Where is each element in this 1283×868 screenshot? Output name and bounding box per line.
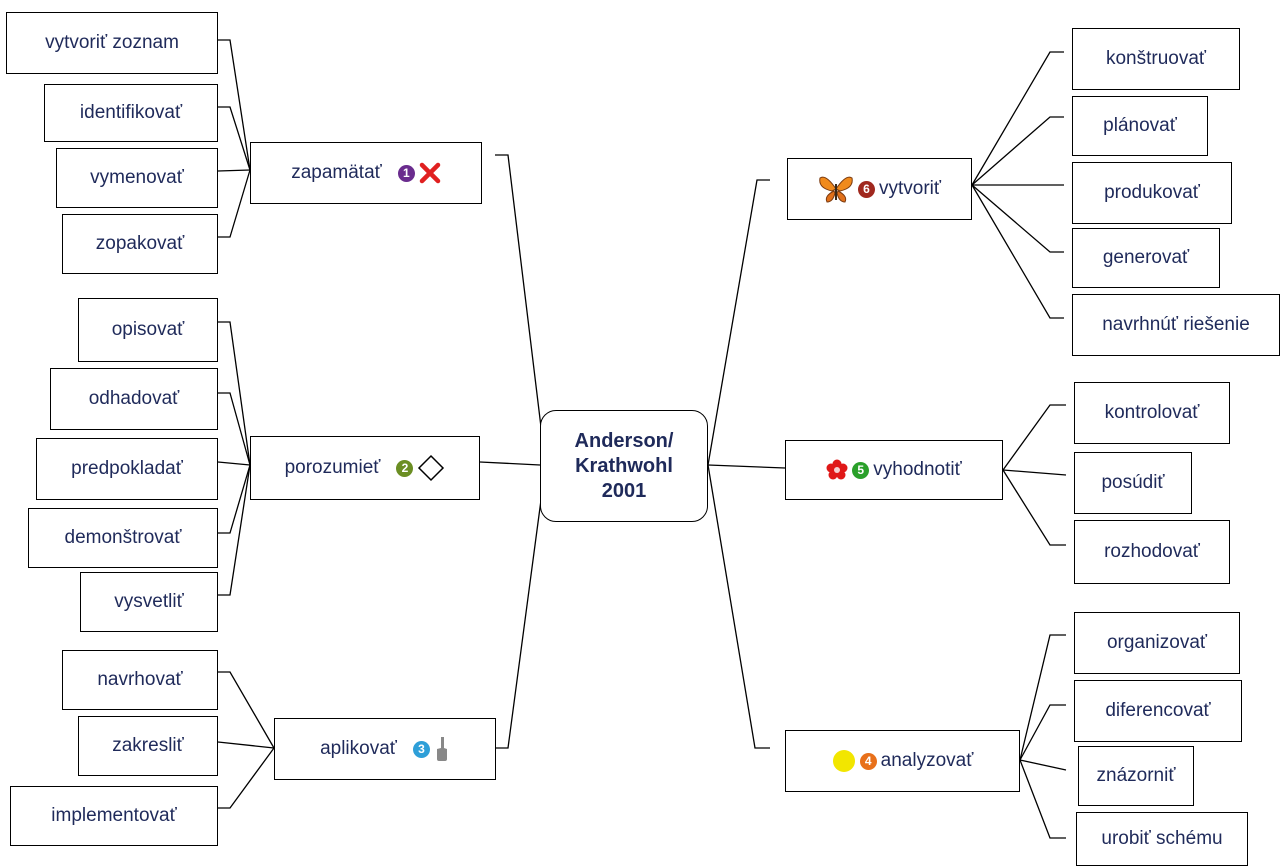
leaf-box: produkovať: [1072, 162, 1232, 224]
leaf-label: vytvoriť zoznam: [45, 32, 179, 53]
leaf-box: identifikovať: [44, 84, 218, 142]
hub-zapamatat: zapamätať 1: [250, 142, 482, 204]
center-line-1: Anderson/: [574, 429, 674, 452]
leaf-label: rozhodovať: [1104, 541, 1200, 562]
number-5-icon: 5: [852, 461, 870, 479]
hub-analyzovat-label: analyzovať: [880, 750, 974, 771]
leaf-box: predpokladať: [36, 438, 218, 500]
center-line-3: 2001: [601, 479, 647, 502]
leaf-label: diferencovať: [1105, 700, 1211, 721]
leaf-box: urobiť schému: [1076, 812, 1248, 866]
leaf-label: zakresliť: [112, 735, 184, 756]
number-4-icon: 4: [859, 752, 877, 770]
leaf-label: produkovať: [1104, 182, 1200, 203]
red-flower-icon: [826, 459, 848, 481]
pointing-hand-icon: [434, 736, 450, 762]
leaf-label: organizovať: [1106, 632, 1208, 653]
leaf-label: navrhnúť riešenie: [1102, 314, 1250, 335]
leaf-box: odhadovať: [50, 368, 218, 430]
hub-vyhodnotit: 5 vyhodnotiť: [785, 440, 1003, 500]
butterfly-icon: [818, 174, 854, 204]
hub-vyhodnotit-label: vyhodnotiť: [873, 459, 962, 480]
leaf-box: demonštrovať: [28, 508, 218, 568]
leaf-box: organizovať: [1074, 612, 1240, 674]
leaf-box: zopakovať: [62, 214, 218, 274]
leaf-box: posúdiť: [1074, 452, 1192, 514]
x-mark-icon: [419, 162, 441, 184]
leaf-label: demonštrovať: [64, 527, 182, 548]
leaf-box: vysvetliť: [80, 572, 218, 632]
leaf-box: vymenovať: [56, 148, 218, 208]
hub-porozumiet-label: porozumieť: [284, 457, 381, 478]
hub-vytvorit: 6 vytvoriť: [787, 158, 972, 220]
hub-aplikovat: aplikovať 3: [274, 718, 496, 780]
leaf-box: navrhnúť riešenie: [1072, 294, 1280, 356]
leaf-box: plánovať: [1072, 96, 1208, 156]
leaf-label: urobiť schému: [1101, 828, 1223, 849]
leaf-label: vymenovať: [90, 167, 184, 188]
leaf-label: konštruovať: [1105, 48, 1207, 69]
leaf-box: rozhodovať: [1074, 520, 1230, 584]
leaf-label: identifikovať: [79, 102, 183, 123]
leaf-box: diferencovať: [1074, 680, 1242, 742]
leaf-box: konštruovať: [1072, 28, 1240, 90]
leaf-label: odhadovať: [88, 388, 180, 409]
leaf-box: implementovať: [10, 786, 218, 846]
leaf-label: implementovať: [51, 805, 177, 826]
leaf-label: kontrolovať: [1104, 402, 1200, 423]
leaf-box: opisovať: [78, 298, 218, 362]
center-node: Anderson/ Krathwohl 2001: [540, 410, 708, 522]
leaf-box: zakresliť: [78, 716, 218, 776]
leaf-box: generovať: [1072, 228, 1220, 288]
number-1-icon: 1: [397, 164, 415, 182]
leaf-label: navrhovať: [97, 669, 183, 690]
leaf-box: navrhovať: [62, 650, 218, 710]
leaf-box: kontrolovať: [1074, 382, 1230, 444]
leaf-label: plánovať: [1103, 115, 1177, 136]
number-3-icon: 3: [412, 740, 430, 758]
number-2-icon: 2: [396, 459, 414, 477]
hub-vytvorit-label: vytvoriť: [878, 178, 942, 199]
diamond-icon: [417, 454, 445, 482]
hub-analyzovat: 4 analyzovať: [785, 730, 1020, 792]
leaf-box: vytvoriť zoznam: [6, 12, 218, 74]
yellow-dot-icon: [832, 749, 856, 773]
leaf-label: opisovať: [111, 319, 185, 340]
hub-aplikovat-label: aplikovať: [320, 738, 397, 759]
hub-porozumiet: porozumieť 2: [250, 436, 480, 500]
leaf-label: vysvetliť: [114, 591, 184, 612]
leaf-label: zopakovať: [95, 233, 185, 254]
center-line-2: Krathwohl: [575, 454, 673, 477]
hub-zapamatat-label: zapamätať: [291, 162, 382, 183]
leaf-label: posúdiť: [1101, 472, 1165, 493]
leaf-box: znázorniť: [1078, 746, 1194, 806]
leaf-label: generovať: [1102, 247, 1190, 268]
leaf-label: znázorniť: [1096, 765, 1176, 786]
number-6-icon: 6: [857, 180, 875, 198]
leaf-label: predpokladať: [71, 458, 183, 479]
